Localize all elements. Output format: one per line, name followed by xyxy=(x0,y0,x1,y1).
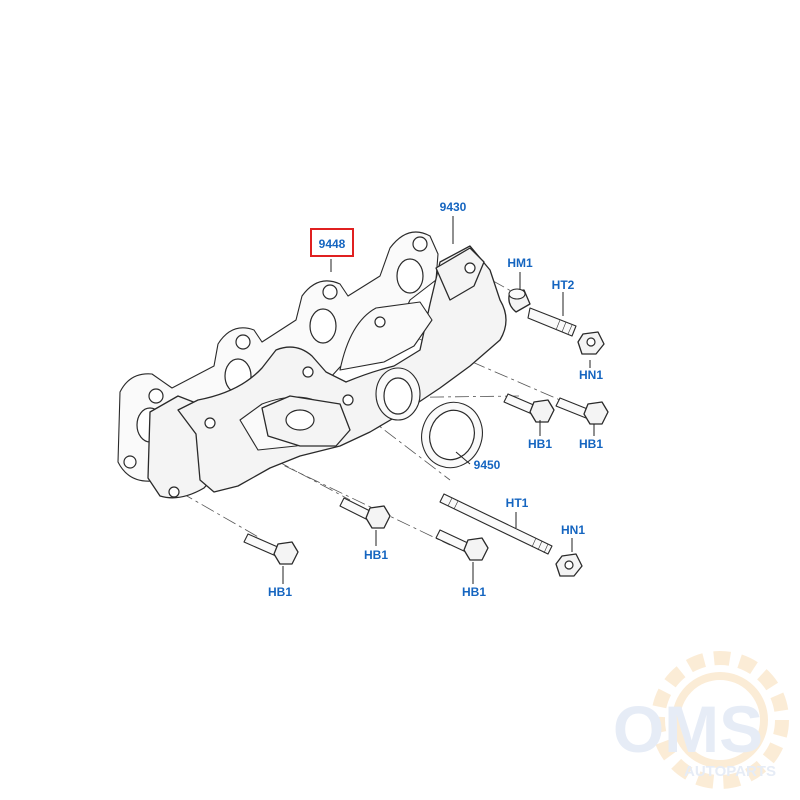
callout-9448: 9448 xyxy=(319,237,346,251)
bolt-lower xyxy=(435,529,489,561)
oms-autoparts-watermark: OMS AUTOPARTS xyxy=(613,651,789,789)
watermark-brand: OMS xyxy=(613,692,763,766)
manifold-stud-hole xyxy=(374,316,386,328)
manifold-stud-hole xyxy=(302,366,314,378)
bolt-mid-right xyxy=(555,397,609,425)
spacer xyxy=(508,288,531,313)
outlet-port xyxy=(383,377,413,415)
callout-9430: 9430 xyxy=(440,200,467,214)
manifold-stud-hole xyxy=(342,394,354,406)
gasket-port xyxy=(309,308,337,344)
gasket-bolt-hole xyxy=(148,388,164,404)
callout-hb1-lower: HB1 xyxy=(462,585,486,599)
gear-icon xyxy=(651,651,789,789)
nut-long xyxy=(555,553,583,577)
bolt-left xyxy=(243,533,299,565)
leader-lines xyxy=(282,216,595,584)
callout-hb1-left: HB1 xyxy=(268,585,292,599)
highlight-box xyxy=(310,228,354,257)
nut-top xyxy=(577,331,605,355)
ring-gasket xyxy=(421,401,483,469)
exhaust-manifold xyxy=(147,245,507,499)
bolt-mid-left xyxy=(503,393,555,423)
callout-ht1: HT1 xyxy=(506,496,529,510)
manifold-stud-hole xyxy=(204,417,216,429)
callout-hb1-center: HB1 xyxy=(364,548,388,562)
callout-ht2: HT2 xyxy=(552,278,575,292)
gasket-bolt-hole xyxy=(412,236,428,252)
stud-top xyxy=(527,307,577,337)
gasket-port xyxy=(396,258,424,294)
gasket-bolt-hole xyxy=(123,455,137,469)
manifold-stud-hole xyxy=(168,486,180,498)
callout-hb1-mid-right: HB1 xyxy=(579,437,603,451)
watermark-sub: AUTOPARTS xyxy=(684,763,776,780)
callout-hm1: HM1 xyxy=(507,256,533,270)
stud-long xyxy=(439,493,553,555)
manifold-stud-hole xyxy=(464,262,476,274)
gasket-bolt-hole xyxy=(322,284,338,300)
callout-9450: 9450 xyxy=(474,458,501,472)
callout-hn1-long: HN1 xyxy=(561,523,585,537)
bolt-center xyxy=(339,497,391,529)
callout-hn1-top: HN1 xyxy=(579,368,603,382)
callout-hb1-mid-left: HB1 xyxy=(528,437,552,451)
gasket-bolt-hole xyxy=(235,334,251,350)
egr-port xyxy=(285,409,315,431)
callout-labels: 9448 9430 HM1 HT2 HN1 HB1 HB1 9450 HT1 H… xyxy=(268,200,603,599)
